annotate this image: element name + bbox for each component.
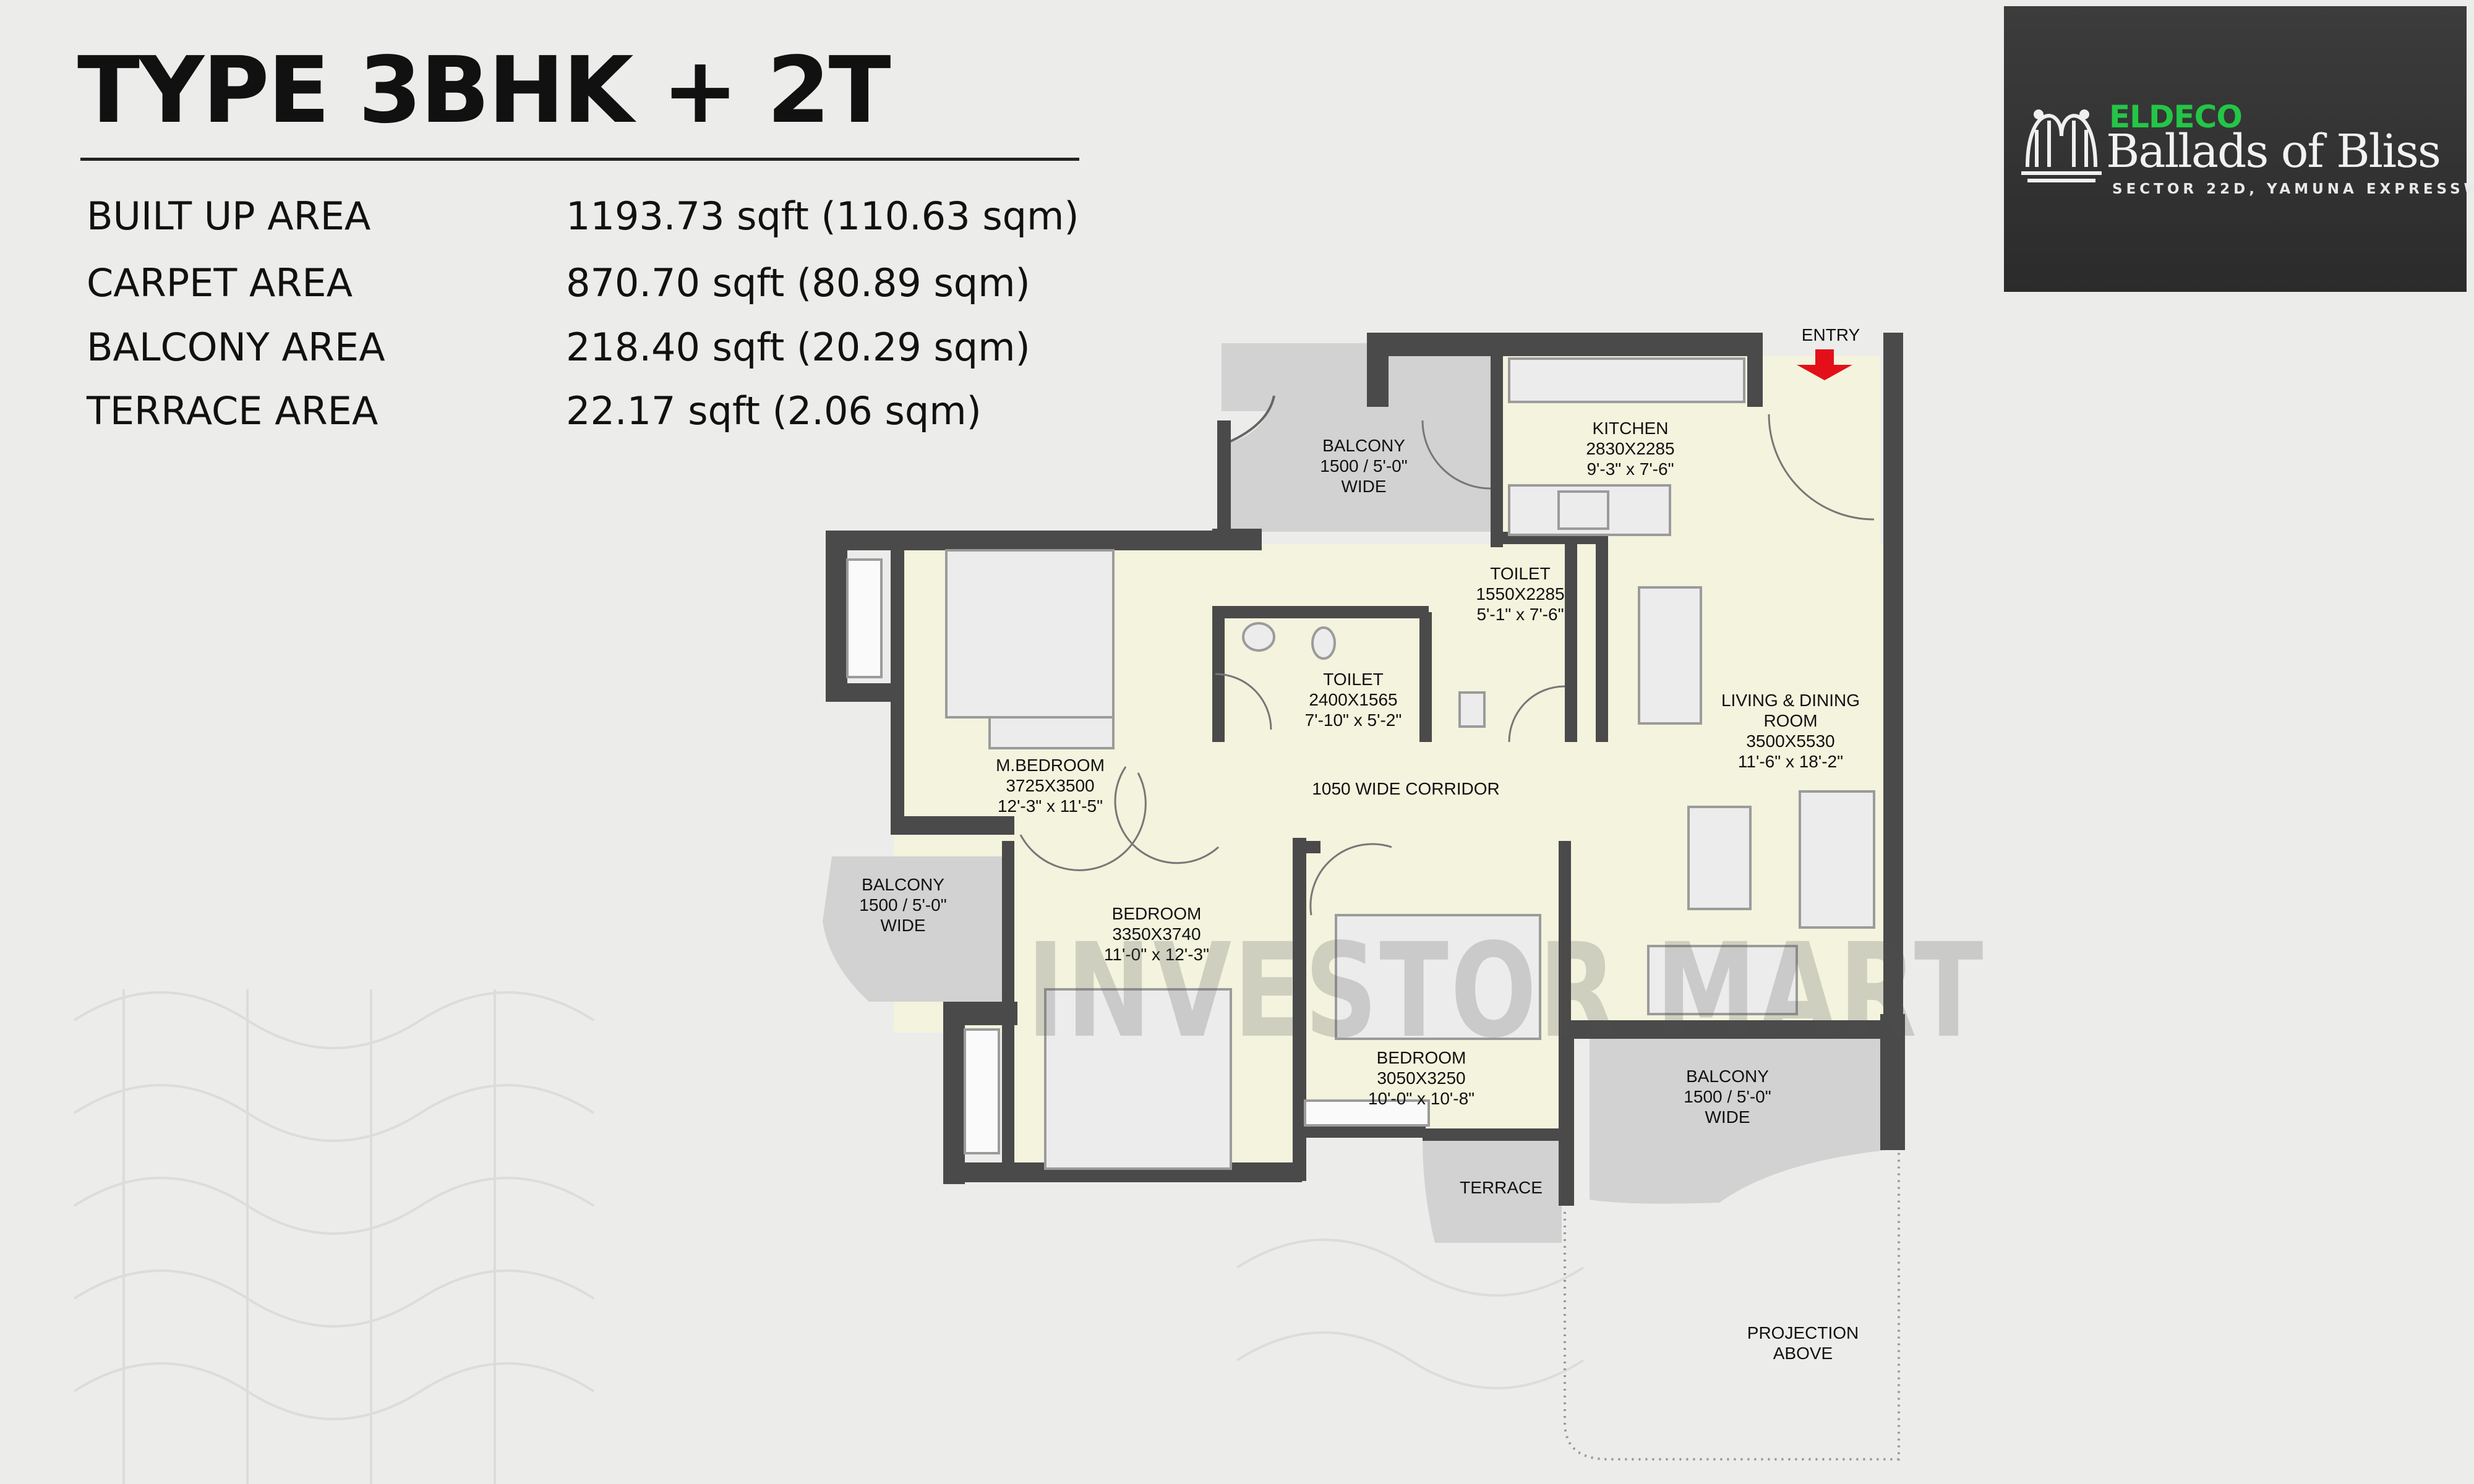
wash-basin-icon: [1242, 622, 1275, 652]
area-label: BALCONY AREA: [87, 325, 385, 370]
balcony-left-fill: [823, 856, 1002, 1002]
wc-2-icon: [1458, 691, 1486, 728]
walls: [826, 333, 1905, 1206]
balcony-left-width: WIDE: [880, 916, 925, 935]
projection-label-1: PROJECTION: [1747, 1323, 1859, 1342]
master-bed-icon: [945, 549, 1115, 719]
watermark: INVESTOR MART: [1027, 915, 1985, 1067]
corridor-label: 1050 WIDE CORRIDOR: [1312, 779, 1499, 798]
title-divider: [80, 158, 1079, 161]
area-value: 218.40 sqft (20.29 sqm): [566, 325, 1030, 370]
entry-label: ENTRY: [1802, 325, 1860, 344]
brand-logo-panel: ELDECO Ballads of Bliss SECTOR 22D, YAMU…: [2004, 6, 2474, 292]
master-bedroom-mm: 3725X3500: [1006, 776, 1094, 795]
toilet-right-ft: 5'-1" x 7'-6": [1476, 605, 1564, 624]
toilet-right-mm: 1550X2285: [1476, 584, 1564, 603]
balcony-top-size: 1500 / 5'-0": [1320, 456, 1407, 475]
terrace-label: TERRACE: [1460, 1178, 1543, 1197]
area-value: 22.17 sqft (2.06 sqm): [566, 388, 982, 433]
master-bedroom-name: M.BEDROOM: [996, 756, 1105, 775]
toilet-left-mm: 2400X1565: [1309, 690, 1397, 709]
balcony-top-name: BALCONY: [1322, 436, 1405, 455]
sofa-icon: [1799, 790, 1875, 929]
master-bedroom-ft: 12'-3" x 11'-5": [998, 796, 1103, 816]
projection-label-2: ABOVE: [1773, 1344, 1833, 1363]
logo-location: SECTOR 22D, YAMUNA EXPRESSWAY: [2112, 181, 2474, 197]
bed-3-icon: [1335, 914, 1541, 1040]
wc-icon: [1311, 626, 1336, 660]
balcony-right-fill: [1590, 1033, 1886, 1204]
bedroom-2-mm: 3350X3740: [1112, 924, 1201, 944]
bedroom-2-name: BEDROOM: [1112, 904, 1202, 923]
entry-arrow-icon: [1797, 349, 1852, 380]
bedroom-3-ft: 10'-0" x 10'-8": [1368, 1089, 1475, 1108]
bedroom-2-ft: 11'-0" x 12'-3": [1104, 945, 1209, 964]
balcony-top-width: WIDE: [1341, 477, 1386, 496]
balcony-top-fill: [1222, 343, 1497, 532]
bedroom-3-mm: 3050X3250: [1377, 1068, 1465, 1088]
area-value: 1193.73 sqft (110.63 sqm): [566, 194, 1079, 239]
terrace-fill: [1423, 1138, 1562, 1243]
logo-project-name: Ballads of Bliss: [2106, 125, 2441, 178]
bed-2-icon: [1044, 988, 1232, 1170]
area-label: TERRACE AREA: [87, 388, 379, 433]
area-label: CARPET AREA: [87, 260, 353, 305]
kitchen-mm: 2830X2285: [1586, 439, 1674, 458]
coffee-table-icon: [1687, 806, 1752, 910]
logo-brand: ELDECO: [2109, 99, 2243, 135]
balcony-right-name: BALCONY: [1686, 1067, 1769, 1086]
sofa-2-icon: [1647, 945, 1798, 1015]
kitchen-ft: 9'-3" x 7'-6": [1586, 459, 1674, 479]
living-mm: 3500X5530: [1746, 731, 1834, 751]
area-value: 870.70 sqft (80.89 sqm): [566, 260, 1030, 305]
kitchen-counter-icon: [1508, 357, 1745, 403]
balcony-left-size: 1500 / 5'-0": [859, 895, 946, 915]
toilet-left-ft: 7'-10" x 5'-2": [1305, 710, 1402, 730]
living-ft: 11'-6" x 18'-2": [1738, 752, 1843, 771]
balcony-right-width: WIDE: [1705, 1107, 1750, 1127]
toilet-left-name: TOILET: [1323, 670, 1384, 689]
page-title: TYPE 3BHK + 2T: [77, 37, 891, 143]
kitchen-name: KITCHEN: [1593, 419, 1669, 438]
furniture: [846, 357, 1875, 1170]
stove-icon: [1557, 490, 1609, 530]
bedroom-3-name: BEDROOM: [1377, 1048, 1466, 1067]
door-swings: [1019, 414, 1875, 916]
toilet-right-name: TOILET: [1490, 564, 1551, 583]
logo-emblem-icon: [2021, 109, 2102, 182]
area-label: BUILT UP AREA: [87, 194, 371, 239]
balcony-left-name: BALCONY: [862, 875, 944, 894]
dining-table-icon: [1638, 586, 1702, 725]
living-name-1: LIVING & DINING: [1721, 691, 1860, 710]
balcony-right-size: 1500 / 5'-0": [1684, 1087, 1771, 1106]
living-name-2: ROOM: [1763, 711, 1817, 730]
